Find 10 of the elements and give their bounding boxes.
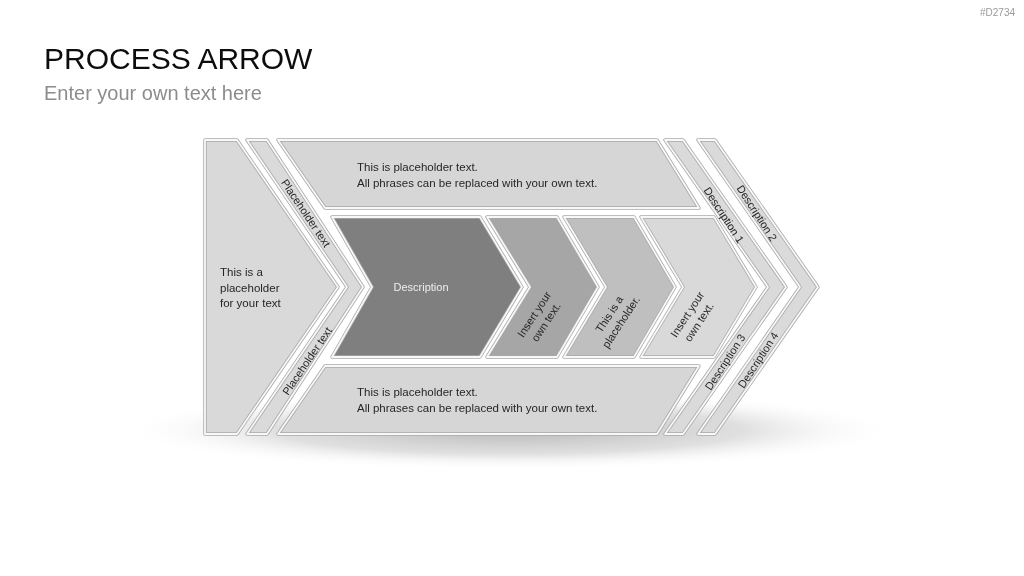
banner-text: This is placeholder text. [357,160,478,175]
block-text: This is a placeholder for your text [220,265,282,311]
banner-text: All phrases can be replaced with your own text. [357,176,598,191]
banner-text: This is placeholder text. [357,385,478,400]
slide-subtitle: Enter your own text here [44,82,262,105]
arrow-block [202,137,341,437]
banner-text: All phrases can be replaced with your own text. [357,401,598,416]
slide-title: PROCESS ARROW [44,42,313,76]
slide-code: #D2734 [979,7,1015,18]
step-label: Description [393,280,449,294]
